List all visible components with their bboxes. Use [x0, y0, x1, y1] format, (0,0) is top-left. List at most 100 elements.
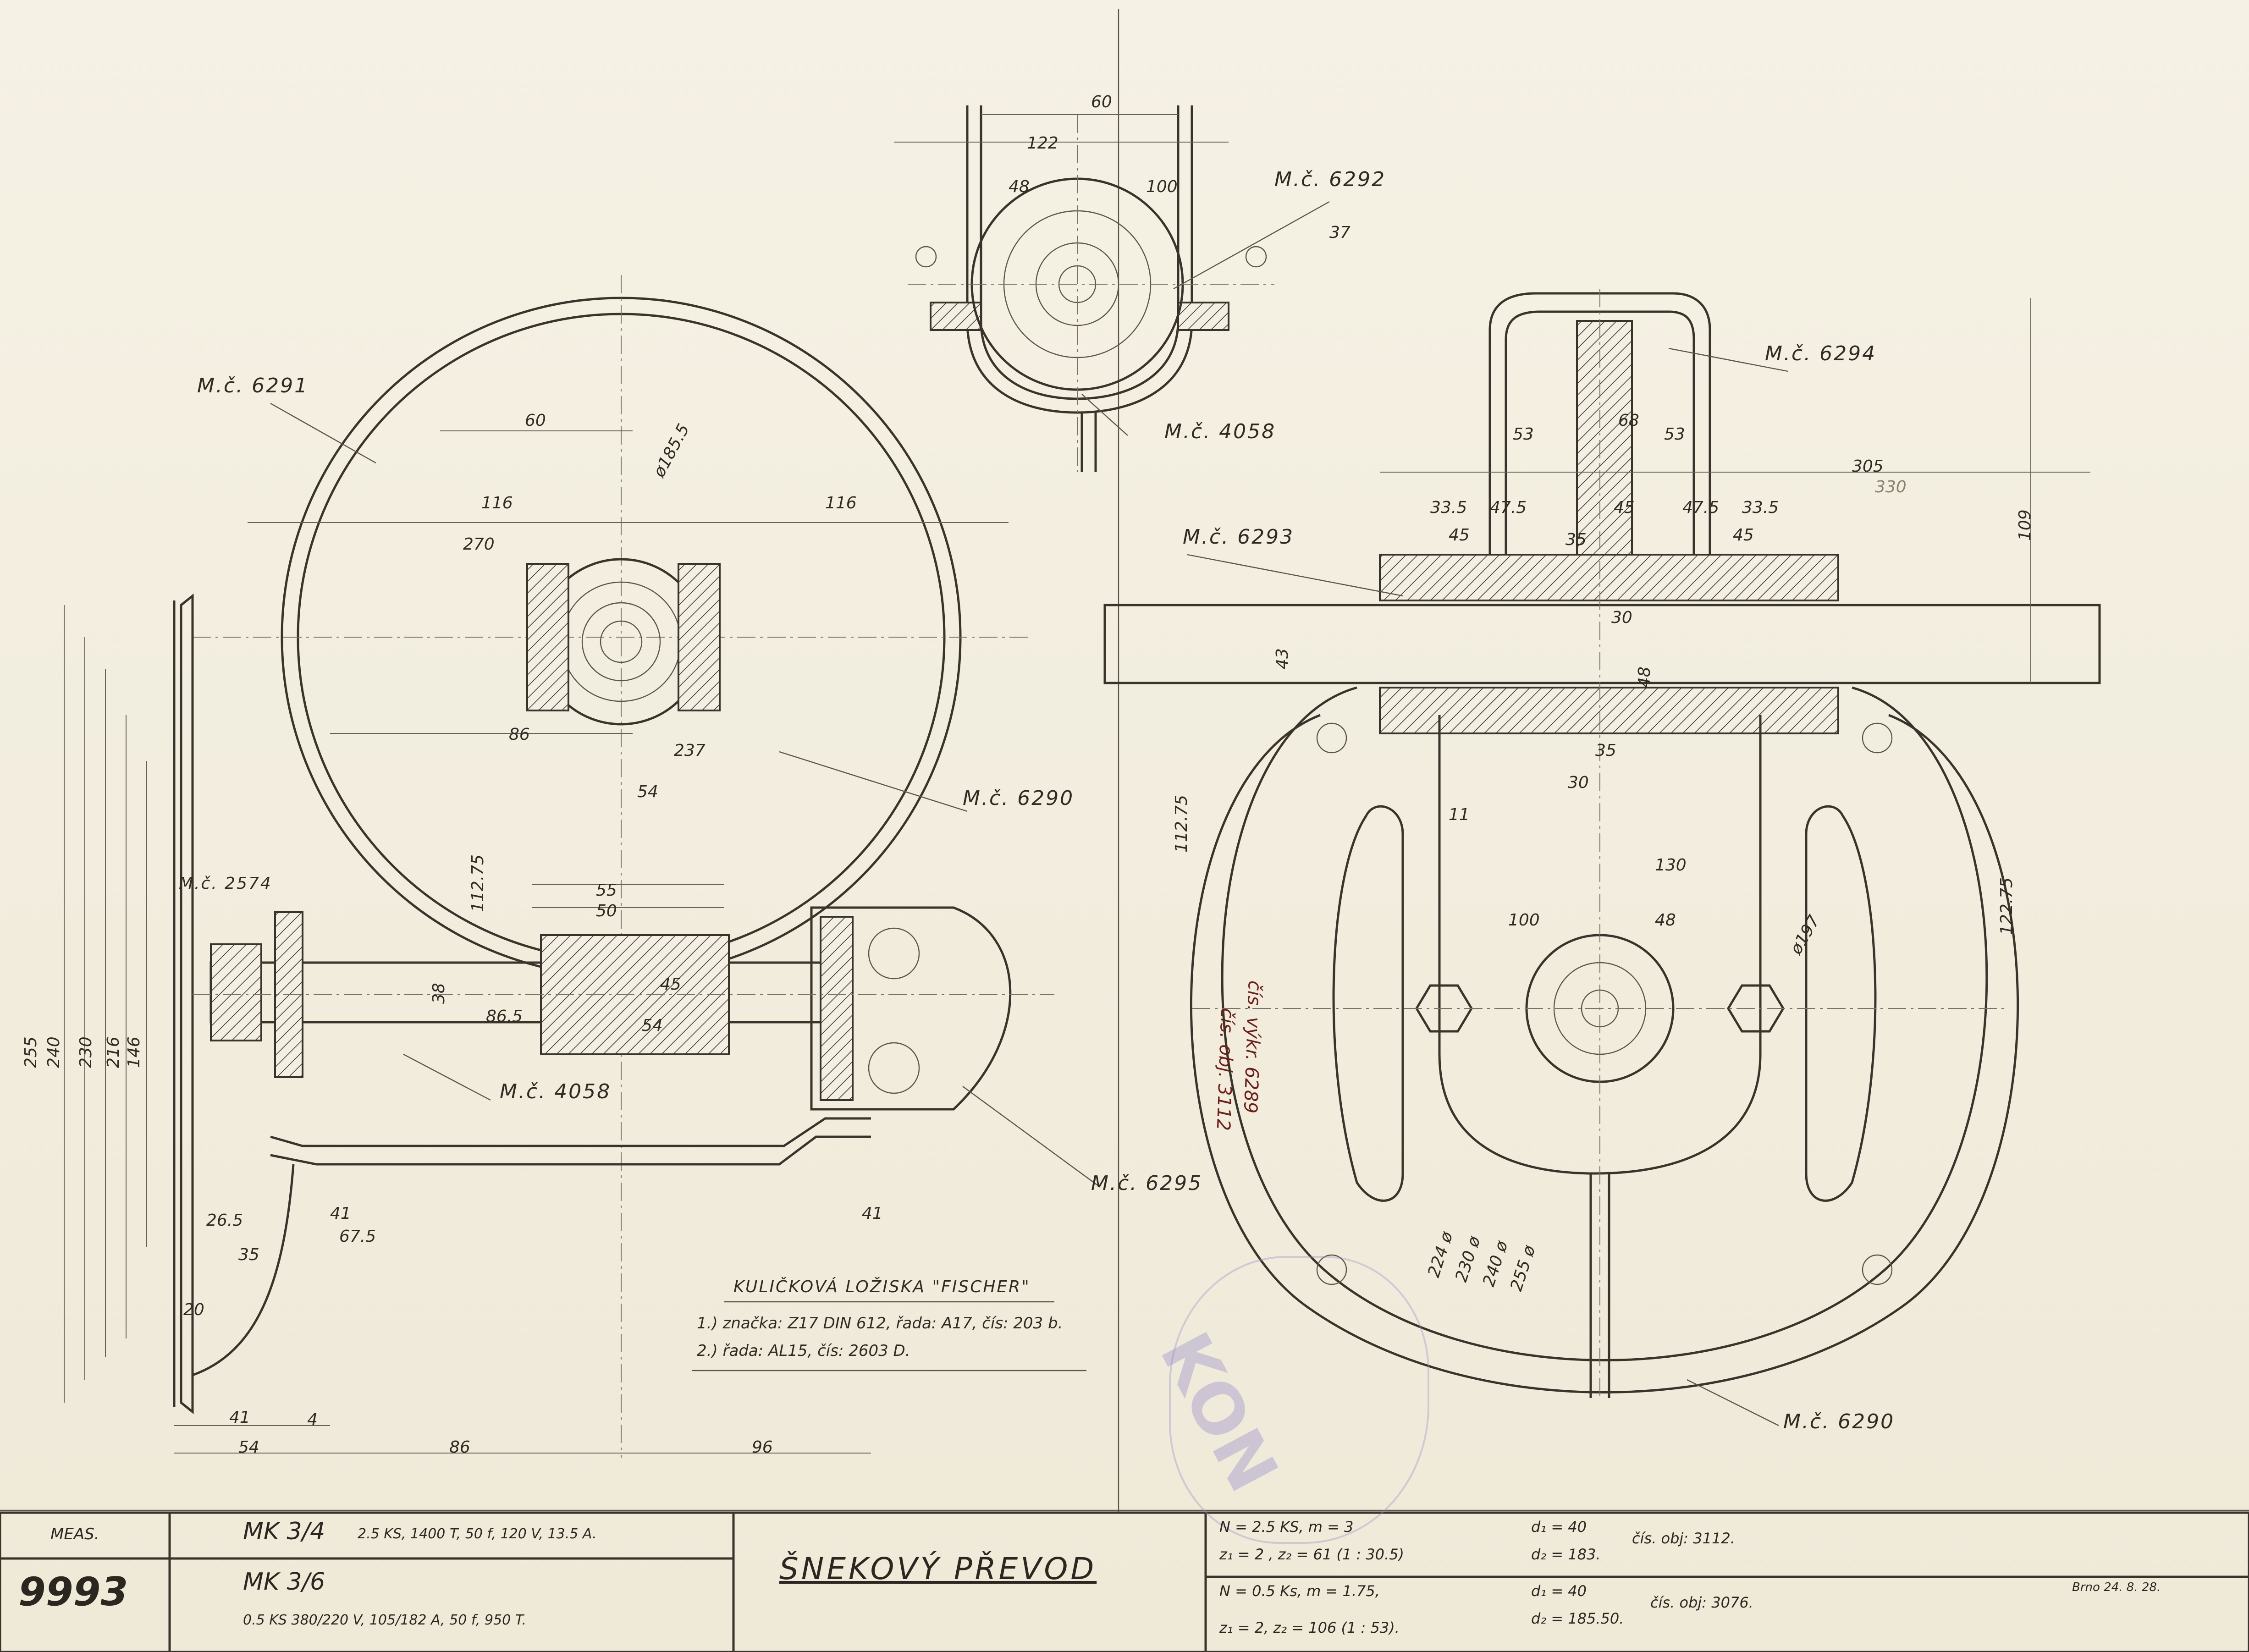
dim-35-top: 35	[1565, 530, 1587, 549]
dim-33-5-left: 33.5	[1430, 498, 1467, 517]
dim-270: 270	[463, 535, 495, 554]
dim-122-75: 122.75	[1997, 877, 2016, 935]
dim-54-upper: 54	[637, 782, 658, 801]
gear-b-ratio: z₁ = 2, z₂ = 106 (1 : 53).	[1219, 1619, 1400, 1636]
dim-48-lower: 48	[1655, 911, 1676, 930]
gear-b-d1: d₁ = 40	[1531, 1582, 1587, 1600]
dim-96: 96	[752, 1438, 773, 1457]
part-label-6295: M.č. 6295	[1091, 1172, 1203, 1195]
dim-55: 55	[596, 881, 617, 900]
dim-53-right: 53	[1664, 425, 1685, 444]
dim-35-lower: 35	[238, 1245, 259, 1264]
dim-45-shaft: 45	[660, 975, 681, 994]
dim-116-right: 116	[825, 494, 857, 512]
drawing-title: ŠNEKOVÝ PŘEVOD	[779, 1551, 1097, 1586]
gear-a-order: čís. obj: 3112.	[1632, 1530, 1735, 1547]
dim-305: 305	[1852, 457, 1884, 476]
dim-45-mid: 45	[1614, 498, 1635, 517]
bearing-note-title: KULIČKOVÁ LOŽISKA "FISCHER"	[733, 1278, 1031, 1296]
dim-26-5: 26.5	[206, 1211, 243, 1230]
dim-68: 68	[1618, 411, 1639, 430]
bearing-note-line1: 1.) značka: Z17 DIN 612, řada: A17, čís:…	[697, 1314, 1063, 1333]
dim-54-shaft: 54	[642, 1016, 663, 1035]
dim-100-top: 100	[1146, 177, 1178, 196]
gear-b-d2: d₂ = 185.50.	[1531, 1610, 1624, 1627]
worm-detail-view	[894, 105, 1274, 472]
part-label-6293: M.č. 6293	[1183, 525, 1295, 549]
dim-86-5: 86.5	[486, 1007, 523, 1026]
dim-48: 48	[1635, 666, 1654, 688]
dim-45-right: 45	[1733, 526, 1754, 545]
stamp-outline	[1169, 1256, 1429, 1544]
part-label-6290-right: M.č. 6290	[1783, 1410, 1895, 1433]
dim-237: 237	[674, 741, 706, 760]
dim-48-top: 48	[1009, 177, 1030, 196]
dim-30-top: 30	[1611, 608, 1632, 627]
dim-38: 38	[430, 983, 448, 1004]
part-label-2574: M.č. 2574	[179, 874, 272, 893]
part-label-4058-shaft: M.č. 4058	[500, 1080, 612, 1103]
gear-a-d1: d₁ = 40	[1531, 1518, 1587, 1536]
dim-112-75-right: 112.75	[1172, 795, 1191, 853]
part-label-6294: M.č. 6294	[1765, 342, 1877, 365]
dim-4-bottom: 4	[307, 1410, 318, 1429]
dim-109: 109	[2016, 509, 2034, 541]
dim-112-75: 112.75	[469, 854, 487, 912]
dim-230: 230	[77, 1036, 95, 1068]
dim-330: 330	[1875, 478, 1907, 496]
dim-41-lower: 41	[330, 1204, 351, 1223]
gearbox-section-view	[64, 275, 1054, 1458]
gear-a-d2: d₂ = 183.	[1531, 1546, 1601, 1563]
dim-60-left: 60	[525, 411, 546, 430]
drawing-number: 9993	[18, 1569, 128, 1615]
margin-note-order-number: čís. obj. 3112	[1212, 1008, 1238, 1131]
dim-47-5-left: 47.5	[1490, 498, 1527, 517]
dim-20: 20	[183, 1300, 204, 1319]
part-label-6292: M.č. 6292	[1274, 168, 1386, 191]
part-label-6291: M.č. 6291	[197, 374, 309, 397]
dim-30-mid: 30	[1568, 773, 1589, 792]
gear-b-order: čís. obj: 3076.	[1650, 1594, 1753, 1611]
date: Brno 24. 8. 28.	[2072, 1580, 2161, 1594]
dim-60-top: 60	[1091, 93, 1112, 111]
meas-label: MEAS.	[50, 1525, 99, 1543]
dim-122: 122	[1027, 134, 1058, 153]
gear-b-params: N = 0.5 Ks, m = 1.75,	[1219, 1582, 1380, 1600]
dim-116-left: 116	[481, 494, 513, 512]
part-label-6290-left: M.č. 6290	[963, 787, 1075, 810]
dim-35-mid: 35	[1595, 741, 1616, 760]
sheet-frame	[0, 9, 2249, 1513]
dim-130: 130	[1655, 856, 1687, 875]
dim-43: 43	[1273, 648, 1292, 669]
dim-240: 240	[44, 1036, 63, 1068]
gear-a-ratio: z₁ = 2 , z₂ = 61 (1 : 30.5)	[1219, 1546, 1405, 1563]
gear-a-params: N = 2.5 KS, m = 3	[1219, 1518, 1354, 1536]
bearing-note-lines	[692, 1301, 1086, 1371]
end-view	[1103, 289, 2101, 1398]
dim-41-bottom: 41	[229, 1408, 250, 1427]
dim-86-bottom: 86	[449, 1438, 470, 1457]
spec-b: 0.5 KS 380/220 V, 105/182 A, 50 f, 950 T…	[243, 1612, 527, 1628]
spec-a: 2.5 KS, 1400 T, 50 f, 120 V, 13.5 A.	[358, 1526, 597, 1542]
dim-67-5: 67.5	[339, 1227, 376, 1246]
dim-45-left: 45	[1449, 526, 1470, 545]
model-b: MK 3/6	[243, 1568, 325, 1596]
dim-255: 255	[22, 1036, 40, 1068]
title-block-grid	[0, 1511, 2249, 1652]
dim-146: 146	[125, 1036, 143, 1068]
dim-54-bottom: 54	[238, 1438, 259, 1457]
leader-lines	[270, 201, 1788, 1426]
dim-33-5-right: 33.5	[1742, 498, 1779, 517]
dim-86: 86	[509, 725, 530, 744]
dim-37: 37	[1329, 223, 1351, 242]
part-label-4058-top: M.č. 4058	[1164, 420, 1276, 443]
dim-50: 50	[596, 902, 617, 920]
dim-100: 100	[1508, 911, 1540, 930]
bearing-note-line2: 2.) řada: AL15, čís: 2603 D.	[697, 1342, 910, 1360]
dim-11: 11	[1449, 805, 1470, 824]
dim-216: 216	[104, 1036, 123, 1068]
dim-41-right: 41	[862, 1204, 883, 1223]
model-a: MK 3/4	[243, 1518, 325, 1545]
